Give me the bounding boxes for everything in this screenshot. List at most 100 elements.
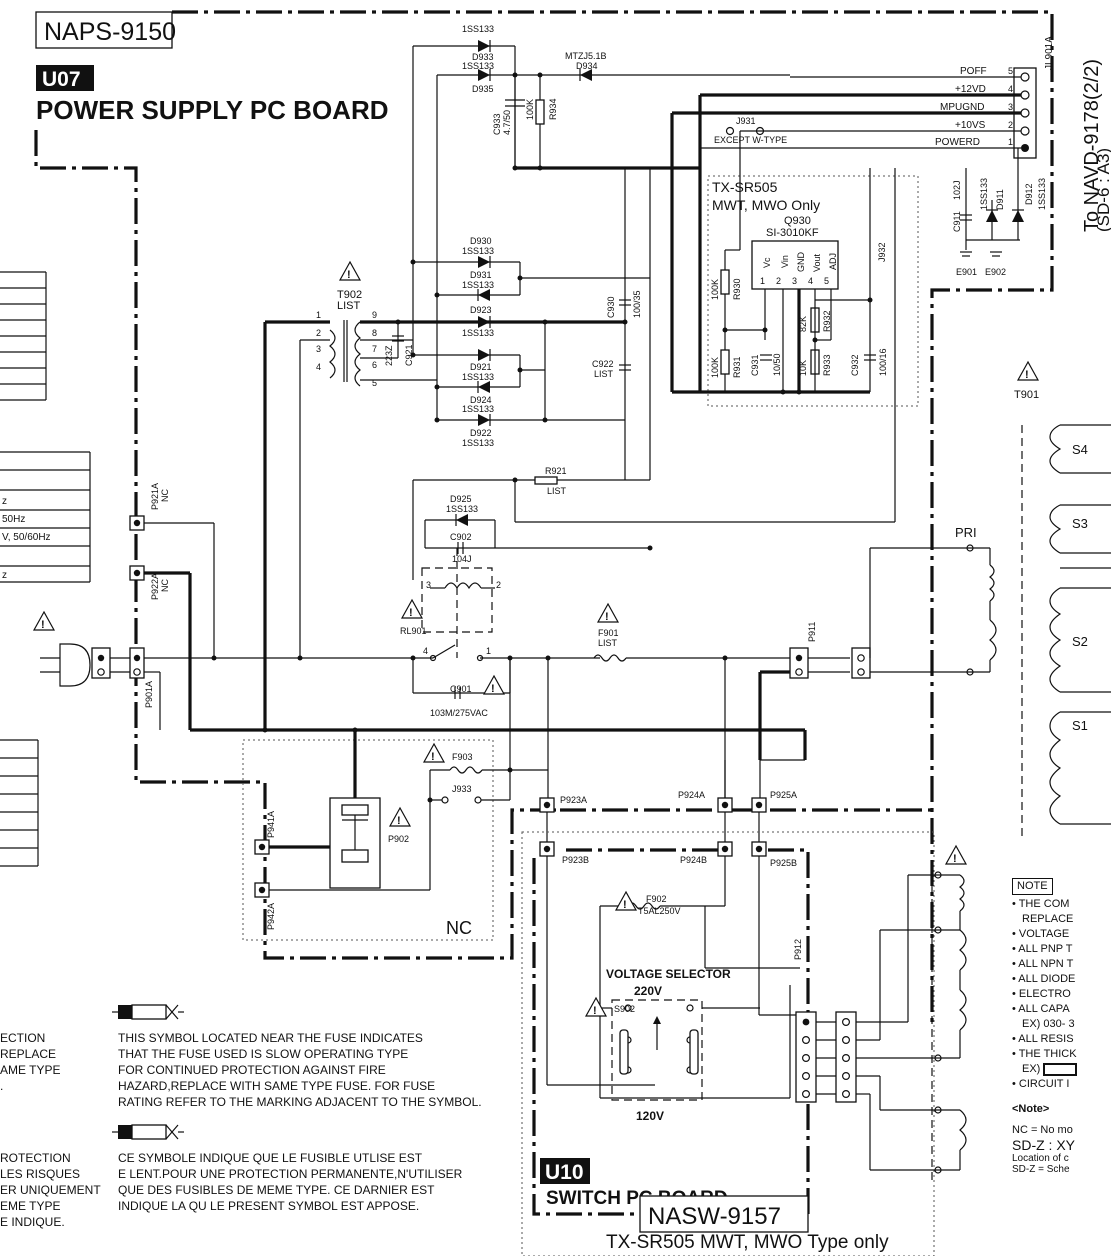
note-item: • VOLTAGE xyxy=(1012,928,1070,940)
jl901a-pins xyxy=(672,72,1030,152)
fuse-note-left-en: ECTION REPLACE AME TYPE . xyxy=(0,1030,60,1094)
fuse-note-en-line: THIS SYMBOL LOCATED NEAR THE FUSE INDICA… xyxy=(118,1031,423,1045)
c922-ref: C922 xyxy=(592,359,614,369)
d921-part: 1SS133 xyxy=(462,372,494,382)
c933-value: 4.7/50 xyxy=(502,110,512,135)
board-outline-left xyxy=(34,130,560,960)
f902-ref: F902 xyxy=(646,894,667,904)
d921-ref: D921 xyxy=(470,362,492,372)
fuse-note-left-line: ECTION xyxy=(0,1031,46,1045)
c932-ref: C932 xyxy=(850,354,860,376)
c922-value: LIST xyxy=(594,369,614,379)
t902-transformer xyxy=(263,319,437,730)
j932-ref: J932 xyxy=(877,242,887,262)
p924a-ref: P924A xyxy=(678,790,705,800)
d930-part: 1SS133 xyxy=(462,246,494,256)
unit-label: U07 xyxy=(42,68,81,91)
c930-value: 100/35 xyxy=(632,290,642,318)
jl901a-pin5-signal: POFF xyxy=(960,66,987,77)
connector-example-icon xyxy=(1043,1062,1078,1076)
q930-ref: Q930 xyxy=(784,215,811,227)
regulator-variant-note: MWT, MWO Only xyxy=(712,197,820,213)
t902-ref: T902 xyxy=(337,289,362,301)
jl901a-pin3-num: 3 xyxy=(1008,102,1013,112)
p902-area xyxy=(254,658,548,898)
left-table-cell-3: V, 50/60Hz xyxy=(2,532,51,543)
j931-pad-b xyxy=(755,126,765,136)
u10-label: U10 xyxy=(545,1161,584,1184)
rl901-warning-icon xyxy=(400,598,424,619)
d911-ref: D911 xyxy=(995,189,1005,210)
r932-ref: R932 xyxy=(822,310,832,332)
note-item: • ALL PNP T xyxy=(1012,943,1073,955)
t902-pin2: 2 xyxy=(316,328,321,338)
t902-pin1: 1 xyxy=(316,310,321,320)
jl901a-pin1-num: 1 xyxy=(1008,137,1013,147)
j933-ref: J933 xyxy=(452,784,472,794)
rl901-warning-mark: ! xyxy=(409,607,413,619)
p925a-ref: P925A xyxy=(770,790,797,800)
p942a-ref: P942A xyxy=(266,903,276,930)
c902-value: 104J xyxy=(452,554,472,564)
c911-value: 102J xyxy=(952,180,962,200)
fuse-note-en-line: RATING REFER TO THE MARKING ADJACENT TO … xyxy=(118,1095,482,1109)
switch-model-box xyxy=(639,1195,809,1233)
q930-pin5-num: 5 xyxy=(824,276,829,286)
left-table-cell-1: z xyxy=(2,496,7,507)
p921a-nc: NC xyxy=(160,489,170,502)
fuse-note-en-line: FOR CONTINUED PROTECTION AGAINST FIRE xyxy=(118,1063,386,1077)
p911-area xyxy=(722,544,997,800)
top-diode-network xyxy=(412,40,790,420)
r930-value: 100K xyxy=(710,279,720,300)
plug-warning-icon xyxy=(32,610,56,631)
p902-ref: P902 xyxy=(388,834,409,844)
f902-warning-icon xyxy=(614,890,638,911)
note-item: • ELECTRO xyxy=(1012,988,1071,1000)
note-item: • ALL NPN T xyxy=(1012,958,1074,970)
f902-warning-mark: ! xyxy=(623,899,627,911)
fuse-note-left-line: AME TYPE xyxy=(0,1063,61,1077)
unit-badge xyxy=(36,65,94,91)
output-protection-network xyxy=(960,148,1024,257)
c930-ref: C930 xyxy=(606,296,616,318)
t902-note: LIST xyxy=(337,300,361,312)
c901-value: 103M/275VAC xyxy=(430,708,488,718)
notes-subheading: <Note> xyxy=(1012,1103,1050,1115)
r934-value: 100K xyxy=(525,99,535,120)
d934-part: MTZJ5.1B xyxy=(565,51,607,61)
f901-value: LIST xyxy=(598,638,618,648)
c901-ref: C901 xyxy=(450,684,472,694)
d935-part: 1SS133 xyxy=(462,61,494,71)
note-location: Location of c xyxy=(1012,1153,1069,1164)
nc-area xyxy=(242,739,494,941)
d933-ref: D933 xyxy=(472,52,494,62)
c902-ref: C902 xyxy=(450,532,472,542)
fuse-note-fr-line: QUE DES FUSIBLES DE MEME TYPE. CE DARNIE… xyxy=(118,1183,435,1197)
jl901a-ref: JL901A xyxy=(1044,36,1055,70)
d933-part: 1SS133 xyxy=(462,24,494,34)
t901-warning-mark: ! xyxy=(1025,369,1029,381)
note-sdz: SD-Z : XY xyxy=(1012,1137,1076,1153)
note-item: • CIRCUIT I xyxy=(1012,1078,1070,1090)
fuse-note-left-line: REPLACE xyxy=(0,1047,57,1061)
jl901a-pin4-num: 4 xyxy=(1008,84,1013,94)
note-item: • THE THICK xyxy=(1012,1048,1077,1060)
voltage-selector-title: VOLTAGE SELECTOR xyxy=(606,967,731,981)
q930-pin1-name: Vc xyxy=(762,257,772,268)
c901-warning-mark: ! xyxy=(491,683,495,695)
jl901a-pin2-num: 2 xyxy=(1008,120,1013,130)
p922a-nc: NC xyxy=(160,579,170,592)
t901-primary-label: PRI xyxy=(955,525,977,540)
d911-value: 1SS133 xyxy=(979,178,989,210)
q930-pin3-name: GND xyxy=(796,252,806,273)
fuse-note-left-line: ER UNIQUEMENT xyxy=(0,1183,101,1197)
switch-board-area xyxy=(521,831,935,1256)
fuse-note-left-line: EME TYPE xyxy=(0,1199,61,1213)
note-item: • ALL CAPA xyxy=(1012,1003,1070,1015)
note-item: EX) xyxy=(1022,1063,1041,1075)
notes-panel: NOTE • THE COM REPLACE • VOLTAGE • ALL P… xyxy=(1012,878,1111,1175)
p924b-ref: P924B xyxy=(680,855,707,865)
t901-winding-s4: S4 xyxy=(1072,442,1088,457)
p921a-ref: P921A xyxy=(150,483,160,510)
t902-warning-icon xyxy=(338,260,362,281)
